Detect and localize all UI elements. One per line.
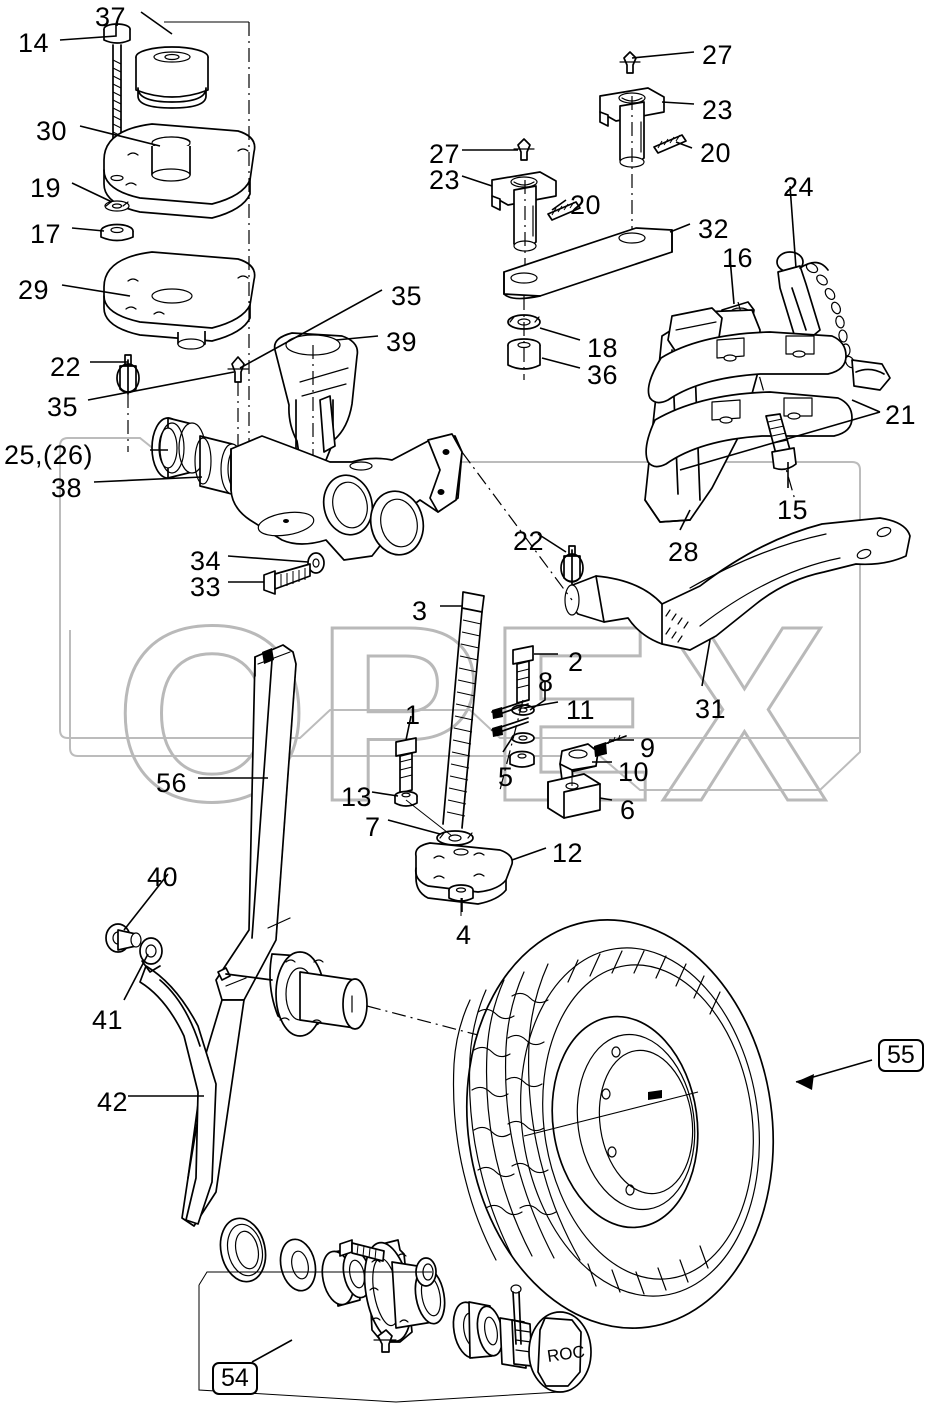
callout-12-c12: 12 <box>552 838 584 868</box>
part-15-bolt <box>765 413 797 471</box>
boxed-label-55: 55 <box>878 1039 924 1073</box>
callout-33-c33: 33 <box>190 572 222 602</box>
callout-32-c32: 32 <box>698 214 730 244</box>
callout-20-c20b: 20 <box>700 138 732 168</box>
part-17-nut <box>100 223 134 242</box>
callout-22-c22b: 22 <box>513 526 545 556</box>
callout-11-c11: 11 <box>566 695 596 725</box>
spindle-hub-upper <box>217 951 368 1037</box>
callout-27-c27b: 27 <box>702 40 734 70</box>
callout-37-c37: 37 <box>95 2 127 32</box>
part-33-bolt <box>263 563 311 595</box>
callout-21-c21: 21 <box>885 400 917 430</box>
main-axle-housing <box>230 433 463 561</box>
callout-36-c36: 36 <box>587 360 619 390</box>
callout-41-c41: 41 <box>92 1005 124 1035</box>
part-29-lower-plate <box>103 251 256 350</box>
callout-40-c40: 40 <box>147 862 179 892</box>
callout-3-c3: 3 <box>412 596 428 626</box>
callout-42-c42: 42 <box>97 1087 129 1117</box>
part-20-pin-left <box>513 180 537 280</box>
part-9-spring-pin <box>593 734 627 757</box>
callout-13-c13: 13 <box>341 782 373 812</box>
part-22-linch-pin-left <box>116 354 140 395</box>
callout-15-c15: 15 <box>777 495 809 525</box>
boxed-label-54: 54 <box>212 1362 258 1396</box>
part-20-spring-clip-left <box>547 201 581 221</box>
part-32-link-bar <box>503 227 673 300</box>
callout-22-c22a: 22 <box>50 352 82 382</box>
part-36-bushing <box>507 338 541 370</box>
callout-23-c23a: 23 <box>429 165 461 195</box>
part-27-pin-right <box>619 51 641 74</box>
callout-35-c35a: 35 <box>47 392 79 422</box>
part-41-bushing <box>139 937 163 973</box>
callout-23-c23b: 23 <box>702 95 734 125</box>
callout-7-c7: 7 <box>365 812 381 842</box>
part-20-pin-right <box>619 96 645 238</box>
callout-29-c29: 29 <box>18 275 50 305</box>
callout-28-c28: 28 <box>668 537 700 567</box>
part-1-bolt <box>395 737 417 794</box>
callout-56-c56: 56 <box>156 768 188 798</box>
part-3-crank-rod <box>442 591 485 829</box>
callout-30-c30: 30 <box>36 116 68 146</box>
part-34-washer <box>307 552 325 574</box>
callout-31-c31: 31 <box>695 694 727 724</box>
callout-14-c14: 14 <box>18 28 50 58</box>
part-55-tire-wheel <box>452 919 873 1329</box>
part-22-linch-pin-center <box>560 545 584 585</box>
callout-20-c20a: 20 <box>570 190 602 220</box>
part-6-block <box>547 772 601 819</box>
part-24-hitch-pin-chain <box>776 251 856 369</box>
hub-cotter-pin <box>510 1284 522 1345</box>
callout-38-c38: 38 <box>51 473 83 503</box>
part-54-hub-group: ROC <box>219 1217 592 1393</box>
callout-2-c2: 2 <box>568 647 584 677</box>
part-27-pin-left <box>513 138 535 161</box>
callout-4-c4: 4 <box>456 920 472 950</box>
part-13-nut <box>394 790 418 807</box>
part-12-mount-plate <box>414 842 514 905</box>
part-20-spring-clip-right <box>653 134 687 154</box>
callout-17-c17: 17 <box>30 219 62 249</box>
callout-9-c9: 9 <box>640 733 656 763</box>
callout-27-c27a: 27 <box>429 139 461 169</box>
part-4-nut <box>448 884 474 916</box>
hub-bolt <box>339 1239 385 1262</box>
part-2-bolt <box>512 645 534 704</box>
callout-24-c24: 24 <box>783 172 815 202</box>
callout-19-c19: 19 <box>30 173 62 203</box>
part-31-swing-arm <box>564 517 911 651</box>
part-30-upper-plate <box>103 123 256 219</box>
part-21-hitch-bars <box>645 331 891 468</box>
part-19-lock-washer <box>104 200 130 212</box>
part-35-grease-nipple-a <box>227 356 249 466</box>
callout-10-c10: 10 <box>618 757 650 787</box>
callout-2526-c2526: 25,(26) <box>4 440 94 470</box>
hub-grease-nipple <box>373 1329 397 1353</box>
part-37-bushing-upper <box>135 46 209 109</box>
leader-lines <box>59 11 881 1097</box>
callout-1-c1: 1 <box>405 700 421 730</box>
part-42-tine <box>139 965 217 1225</box>
callout-5-c5: 5 <box>498 762 514 792</box>
callout-18-c18: 18 <box>587 333 619 363</box>
callout-6-c6: 6 <box>620 795 636 825</box>
callout-39-c39: 39 <box>386 327 418 357</box>
callout-8-c8: 8 <box>538 667 554 697</box>
callout-35-c35b: 35 <box>391 281 423 311</box>
callout-16-c16: 16 <box>722 243 754 273</box>
part-5-nut-stack <box>499 699 535 791</box>
part-40-washer <box>105 923 142 953</box>
part-25-26-bearing-ring <box>151 417 206 479</box>
callout-34-c34: 34 <box>190 546 222 576</box>
part-7-washer <box>436 830 474 846</box>
part-11-cotter-pins <box>491 699 529 737</box>
